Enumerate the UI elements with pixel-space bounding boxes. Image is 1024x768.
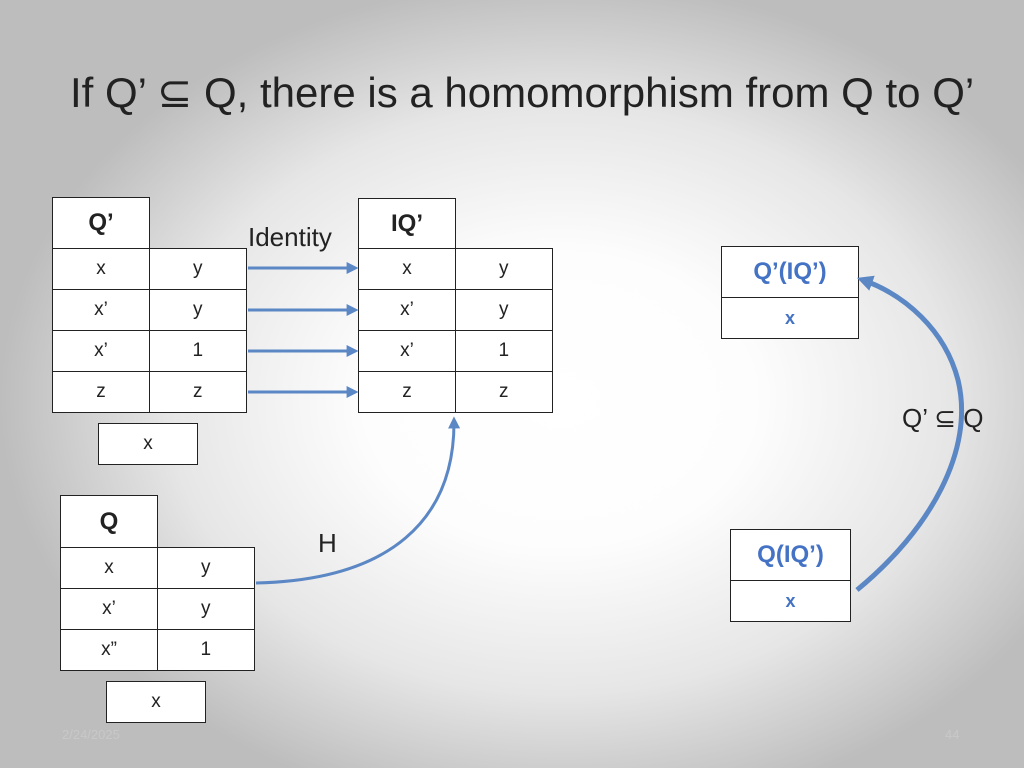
q-prime-cell: 1 bbox=[149, 330, 247, 372]
subset-label: Q’ ⊆ Q bbox=[902, 403, 984, 433]
iq-prime-cell: z bbox=[358, 371, 456, 413]
q-head: x bbox=[106, 681, 206, 723]
q-prime-cell: y bbox=[149, 248, 247, 290]
iq-prime-cell: y bbox=[455, 248, 553, 290]
q-prime-head: x bbox=[98, 423, 198, 465]
iq-prime-cell: 1 bbox=[455, 330, 553, 372]
containment-arrow bbox=[855, 275, 964, 592]
q-prime-name: Q’ bbox=[52, 197, 150, 249]
q-head-table: x bbox=[106, 681, 206, 723]
q-prime-cell: x’ bbox=[52, 289, 150, 331]
q-prime-result-table: Q’(IQ’) x bbox=[721, 246, 859, 339]
q-cell: y bbox=[157, 547, 255, 589]
q-prime-cell: y bbox=[149, 289, 247, 331]
q-prime-cell: x’ bbox=[52, 330, 150, 372]
identity-label: Identity bbox=[248, 222, 332, 252]
q-result-table: Q(IQ’) x bbox=[730, 529, 851, 622]
q-prime-head-table: x bbox=[98, 423, 198, 465]
iq-prime-cell: x’ bbox=[358, 289, 456, 331]
q-prime-cell: z bbox=[149, 371, 247, 413]
q-prime-result-name: Q’(IQ’) bbox=[721, 246, 859, 298]
iq-prime-table: IQ’ x y x’ y x’ 1 z z bbox=[358, 198, 553, 413]
q-prime-table: Q’ x y x’ y x’ 1 z z bbox=[52, 197, 247, 413]
q-result-name: Q(IQ’) bbox=[730, 529, 851, 581]
iq-prime-cell: x’ bbox=[358, 330, 456, 372]
iq-prime-name: IQ’ bbox=[358, 198, 456, 249]
iq-prime-cell: z bbox=[455, 371, 553, 413]
q-prime-result-value: x bbox=[721, 297, 859, 339]
slide-title: If Q’ ⊆ Q, there is a homomorphism from … bbox=[70, 69, 975, 116]
q-prime-cell: z bbox=[52, 371, 150, 413]
h-label: H bbox=[318, 528, 337, 558]
q-prime-cell: x bbox=[52, 248, 150, 290]
iq-prime-cell: x bbox=[358, 248, 456, 290]
homomorphism-arrow bbox=[255, 416, 461, 585]
q-cell: x” bbox=[60, 629, 158, 671]
page-number: 44 bbox=[945, 727, 960, 742]
slide-date: 2/24/2025 bbox=[62, 727, 120, 742]
q-cell: 1 bbox=[157, 629, 255, 671]
q-cell: x bbox=[60, 547, 158, 589]
q-table: Q x y x’ y x” 1 bbox=[60, 495, 255, 671]
q-result-value: x bbox=[730, 580, 851, 622]
q-cell: y bbox=[157, 588, 255, 630]
